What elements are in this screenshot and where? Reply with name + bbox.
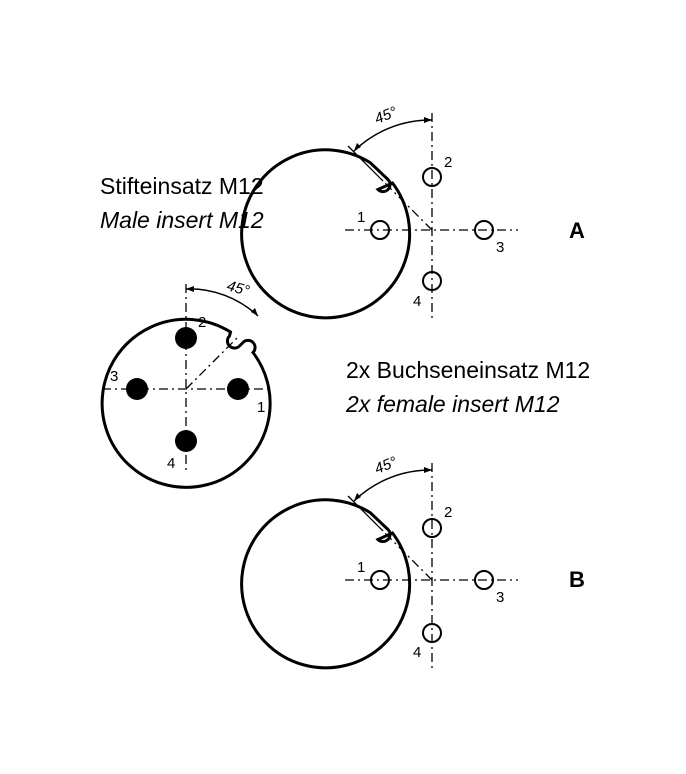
female-b-socket-2	[422, 518, 442, 538]
male-pin-4	[175, 430, 197, 452]
male-title-en: Male insert M12	[100, 207, 264, 233]
female-b-socket-4	[422, 623, 442, 643]
male-insert	[100, 284, 272, 489]
female-insert-b	[240, 463, 518, 670]
female-a-letter: A	[569, 218, 585, 243]
female-b-pin-label-2: 2	[444, 504, 452, 521]
female-b-socket-1	[370, 570, 390, 590]
female-title-de: 2x Buchseneinsatz M12	[346, 357, 590, 383]
female-b-pin-label-3: 3	[496, 589, 504, 606]
female-a-pin-label-3: 3	[496, 239, 504, 256]
male-title-de: Stifteinsatz M12	[100, 173, 264, 199]
female-title-en: 2x female insert M12	[345, 391, 560, 417]
female-a-pin-label-2: 2	[444, 154, 452, 171]
female-a-pin-label-1: 1	[357, 209, 365, 226]
male-pin-label-4: 4	[167, 455, 175, 472]
male-pin-label-1: 1	[257, 399, 265, 416]
male-pin-label-2: 2	[198, 314, 206, 331]
male-pin-3	[126, 378, 148, 400]
female-a-body	[240, 148, 412, 320]
female-b-socket-3	[474, 570, 494, 590]
male-pin-2	[175, 327, 197, 349]
male-pin-label-3: 3	[110, 368, 118, 385]
female-b-body	[240, 498, 412, 670]
male-pin-1	[227, 378, 249, 400]
female-insert-a	[240, 113, 518, 320]
male-insert-body	[100, 317, 272, 489]
female-b-pin-label-4: 4	[413, 644, 421, 661]
male-angle-label: 45°	[225, 277, 251, 299]
female-b-letter: B	[569, 567, 585, 592]
female-a-socket-3	[474, 220, 494, 240]
female-a-pin-label-4: 4	[413, 293, 421, 310]
female-a-socket-4	[422, 271, 442, 291]
female-a-angle-label: 45°	[372, 103, 399, 127]
female-b-angle-label: 45°	[372, 453, 399, 477]
female-b-pin-label-1: 1	[357, 559, 365, 576]
female-a-socket-2	[422, 167, 442, 187]
female-a-socket-1	[370, 220, 390, 240]
